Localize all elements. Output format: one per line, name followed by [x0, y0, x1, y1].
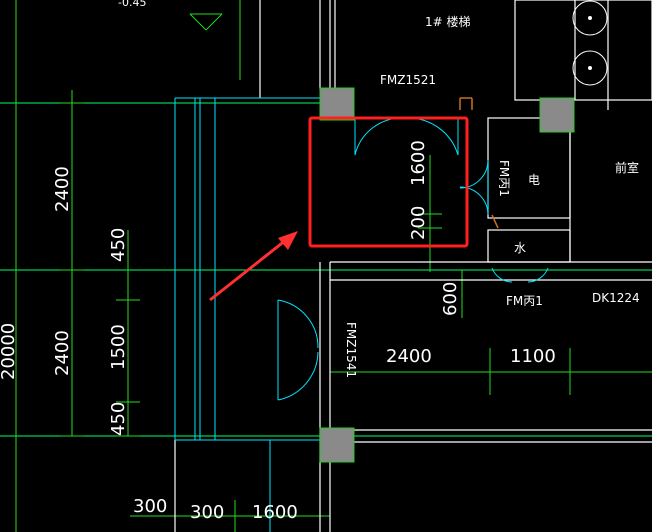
- label-stair: 1# 楼梯: [425, 14, 471, 29]
- fixture-circle-icon: [572, 0, 608, 36]
- dim-left-4: 1500: [108, 324, 129, 370]
- dim-bottom-1600: 1600: [252, 502, 298, 523]
- label-opening-dk: DK1224: [592, 291, 640, 305]
- label-room-electric: 电: [528, 173, 540, 187]
- column: [539, 97, 575, 133]
- columns: [319, 87, 575, 463]
- column: [319, 87, 355, 121]
- dimension-lines-left: [15, 0, 140, 532]
- dim-left-3: 2400: [52, 330, 73, 376]
- top-partial-text: -0.45: [118, 0, 146, 9]
- label-door-side-2: FM丙1: [506, 294, 543, 308]
- highlight-box: [308, 116, 469, 248]
- dim-horizontal-2400: 2400: [386, 346, 432, 367]
- dim-left-1: 2400: [52, 166, 73, 212]
- label-door-side-1: FM丙1: [497, 160, 511, 197]
- label-room-water: 水: [514, 241, 526, 255]
- column: [319, 427, 355, 463]
- walls: [174, 0, 652, 532]
- pointer-arrow: [209, 231, 298, 302]
- dim-room-height: 1600: [408, 140, 429, 186]
- label-door-top: FMZ1521: [380, 73, 436, 87]
- door-markers: [459, 97, 499, 229]
- dimension-lines-other: [130, 0, 652, 532]
- dim-bottom-300b: 300: [190, 502, 224, 523]
- dim-left-5: 450: [108, 402, 129, 436]
- label-room-right: 前室: [615, 160, 639, 175]
- dim-horizontal-1100: 1100: [510, 346, 556, 367]
- label-door-left: FMZ1541: [344, 322, 358, 378]
- dim-bottom-300a: 300: [133, 496, 167, 517]
- fixture-circle-icon: [572, 50, 608, 86]
- dim-vertical-600: 600: [440, 282, 461, 316]
- dim-left-2: 450: [108, 228, 129, 262]
- dim-room-offset: 200: [408, 206, 429, 240]
- dim-left-outer: 20000: [0, 323, 19, 380]
